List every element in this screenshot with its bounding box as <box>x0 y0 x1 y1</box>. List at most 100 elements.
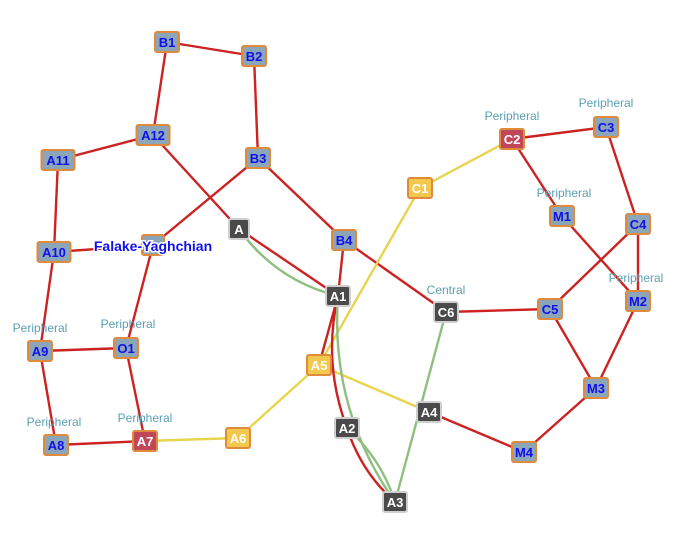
node-box-a10 <box>36 241 72 263</box>
edge-a8-a7 <box>55 439 146 447</box>
edge-c5-m3 <box>548 308 598 389</box>
edge-b3-b4 <box>257 157 345 241</box>
node-a10[interactable]: A10 <box>36 241 72 263</box>
edge-c4-c5 <box>549 223 639 310</box>
node-b2[interactable]: B2 <box>241 45 267 67</box>
node-box-a3 <box>382 491 408 513</box>
node-label-m2: M2 <box>629 294 647 309</box>
node-label-a11: A11 <box>46 153 69 168</box>
node-label-b1: B1 <box>159 35 176 50</box>
edge-b3-fy <box>152 157 259 246</box>
node-a11[interactable]: A11 <box>40 149 76 171</box>
edge-b2-b3 <box>252 55 260 159</box>
node-box-a5 <box>306 354 332 376</box>
node-c4[interactable]: C4 <box>625 213 651 235</box>
node-a[interactable]: A <box>228 218 250 240</box>
node-box-c2 <box>499 128 525 150</box>
node-box-a6 <box>225 427 251 449</box>
edge-b1-b2 <box>166 40 255 58</box>
node-box-a11 <box>40 149 76 171</box>
node-tag-m2: Peripheral <box>609 271 664 285</box>
node-box-a1 <box>325 285 351 307</box>
edge-a11-a10 <box>52 159 60 253</box>
node-label-a9: A9 <box>32 344 49 359</box>
node-o1[interactable]: O1 Peripheral <box>101 317 156 359</box>
node-a6[interactable]: A6 <box>225 427 251 449</box>
node-label-b2: B2 <box>246 49 263 64</box>
node-box-fy <box>141 234 165 256</box>
node-box-a9 <box>27 340 53 362</box>
node-label-m1: M1 <box>553 209 571 224</box>
node-c2[interactable]: C2 Peripheral <box>485 109 540 150</box>
node-label-a10: A10 <box>42 245 66 260</box>
node-box-a7 <box>132 430 158 452</box>
edge-c3-c4 <box>604 126 640 225</box>
node-box-m3 <box>583 377 609 399</box>
node-box-m1 <box>549 205 575 227</box>
node-a12[interactable]: A12 <box>135 124 171 146</box>
edge-c2-c1 <box>419 137 513 190</box>
node-box-c1 <box>407 177 433 199</box>
node-m3[interactable]: M3 <box>583 377 609 399</box>
node-box-b2 <box>241 45 267 67</box>
edge-a4-m4 <box>428 410 525 454</box>
edge-a-a1 <box>238 228 339 297</box>
node-tag-c6: Central <box>427 283 466 297</box>
edge-b1-a12 <box>151 41 169 136</box>
edge-a9-o1 <box>39 346 127 353</box>
node-label-a1: A1 <box>330 289 347 304</box>
node-c5[interactable]: C5 <box>537 298 563 320</box>
node-box-c4 <box>625 213 651 235</box>
edge-b4-c6 <box>343 239 447 313</box>
node-b1[interactable]: B1 <box>154 31 180 53</box>
node-label-a7: A7 <box>137 434 154 449</box>
node-label-falake-yaghchian: Falake-Yaghchian <box>94 238 212 254</box>
node-box-c6 <box>433 301 459 323</box>
node-a1[interactable]: A1 <box>325 285 351 307</box>
node-tag-o1: Peripheral <box>101 317 156 331</box>
node-tag-c3: Peripheral <box>579 96 634 110</box>
node-a2[interactable]: A2 <box>334 417 360 439</box>
node-c3[interactable]: C3 Peripheral <box>579 96 634 138</box>
curved-edge-a1-a2 <box>330 295 349 429</box>
edge-a12-a <box>152 134 240 230</box>
node-label-b3: B3 <box>250 151 267 166</box>
node-b3[interactable]: B3 <box>245 147 271 169</box>
node-box-a2 <box>334 417 360 439</box>
node-box-c3 <box>593 116 619 138</box>
node-label-c2: C2 <box>504 132 521 147</box>
node-label-a: A <box>234 222 244 237</box>
node-a7[interactable]: A7 Peripheral <box>118 411 173 452</box>
edge-m1-m2 <box>561 215 639 302</box>
node-box-a4 <box>416 401 442 423</box>
edge-m3-m4 <box>523 387 597 453</box>
node-label-a2: A2 <box>339 421 356 436</box>
node-tag-c2: Peripheral <box>485 109 540 123</box>
edge-a6-a7 <box>144 436 239 443</box>
node-tag-a7: Peripheral <box>118 411 173 425</box>
node-label-a3: A3 <box>387 495 404 510</box>
edge-c2-c3 <box>511 125 607 141</box>
node-fy[interactable] <box>141 234 165 256</box>
edge-fy-o1 <box>124 244 155 349</box>
node-label-c3: C3 <box>598 120 615 135</box>
node-a5[interactable]: A5 <box>306 354 332 376</box>
node-label-o1: O1 <box>117 341 134 356</box>
node-label-a5: A5 <box>311 358 328 373</box>
node-box-b3 <box>245 147 271 169</box>
node-m4[interactable]: M4 <box>511 441 537 463</box>
node-b4[interactable]: B4 <box>331 229 357 251</box>
node-a4[interactable]: A4 <box>416 401 442 423</box>
node-a3[interactable]: A3 <box>382 491 408 513</box>
node-label-m3: M3 <box>587 381 605 396</box>
curved-edge-a-a1 <box>238 228 339 298</box>
node-m2[interactable]: M2 Peripheral <box>609 271 664 312</box>
node-c1[interactable]: C1 <box>407 177 433 199</box>
node-box-a <box>228 218 250 240</box>
